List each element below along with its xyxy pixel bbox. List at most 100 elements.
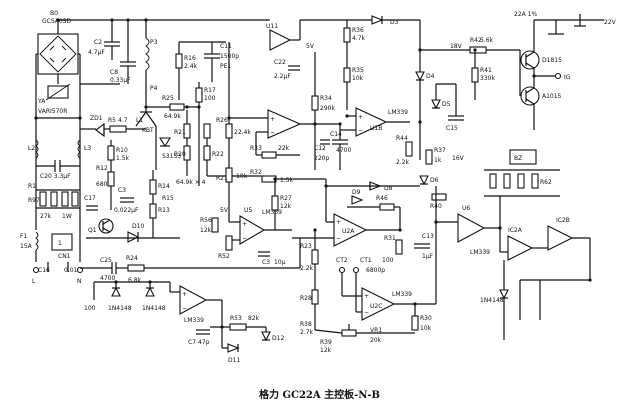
diode-d10 (127, 231, 140, 243)
label-lm339-b: LM339 (262, 209, 282, 216)
comparator-u6 (457, 213, 486, 243)
label-cn1-num: 1 (58, 240, 62, 247)
resistor-r12 (107, 171, 115, 187)
svg-text:−: − (270, 129, 275, 136)
label-r14: R14 (158, 183, 170, 190)
label-ic2b: IC2B (556, 217, 570, 224)
label-5v-top: 5V (306, 43, 315, 50)
resistor-r33 (261, 151, 277, 159)
resistor-r17 (195, 87, 203, 103)
label-r36: R36 (352, 27, 364, 34)
label-lm339-c: LM339 (392, 291, 412, 298)
diode-d9 (351, 195, 364, 205)
label-r5: R5 (108, 117, 116, 124)
label-r36-value: 4.7k (352, 35, 366, 42)
bridge-rectifier (37, 20, 79, 84)
label-r22-values: 64.9k × 4 (176, 179, 206, 186)
label-r97-power: 1W (62, 213, 72, 220)
svg-text:−: − (182, 305, 187, 312)
label-d9: D9 (352, 189, 361, 196)
diode-1n4148-b (145, 286, 155, 297)
label-r12-value: 680 (96, 181, 108, 188)
label-c13: C13 (422, 233, 434, 240)
label-coil-rating: 22A 1% (514, 11, 537, 18)
resistor-r10 (107, 145, 115, 161)
label-r42-value: 5.6k (480, 37, 494, 44)
capacitor-c2 (104, 20, 120, 60)
svg-text:−: − (358, 127, 363, 134)
resistor-bank (36, 189, 80, 209)
svg-text:+: + (182, 291, 187, 298)
label-br1-part: GCSA0SD (42, 18, 71, 25)
label-r17: R17 (204, 87, 216, 94)
label-u3-lm339: LM339 (184, 317, 204, 324)
transistor-a1015 (520, 86, 540, 106)
resistor-r44 (405, 141, 413, 157)
zener-zd1 (95, 122, 105, 138)
label-c12: C12 (314, 145, 326, 152)
resistor-r46 (379, 203, 395, 211)
diode-d12 (261, 331, 271, 342)
label-cn1: CN1 (58, 253, 71, 260)
resistor-r24 (127, 264, 145, 272)
label-r33-value: 22k (278, 145, 290, 152)
label-r44-value: 2.2k (396, 159, 410, 166)
resistor-r23 (311, 249, 319, 265)
label-d8: D8 (384, 185, 393, 192)
label-r38: R38 (300, 321, 312, 328)
diode-d4 (415, 71, 425, 82)
capacitor-c13 (414, 243, 430, 249)
resistor-r30 (411, 315, 419, 331)
label-vr1-value: 20k (370, 337, 382, 344)
label-r44: R44 (396, 135, 408, 142)
diode-1n4148-a (111, 286, 121, 297)
resistor-r16 (175, 53, 183, 69)
label-r39: R39 (320, 339, 332, 346)
label-c14-value: 4700 (336, 147, 351, 154)
label-r97: R97 (28, 197, 40, 204)
label-l3: L3 (84, 145, 91, 152)
label-c3-value: 0.022μF (114, 207, 139, 214)
label-c3b: C3 (262, 259, 270, 266)
label-r1: R1 (28, 183, 36, 190)
comparator-ic2b (547, 225, 574, 251)
label-r26-value: 22.4k (234, 129, 251, 136)
label-c11: C11 (220, 43, 232, 50)
label-c22: C22 (274, 59, 286, 66)
resistor-r28 (311, 289, 319, 305)
label-r30-value: 10k (420, 325, 432, 332)
igbt-transistor (135, 96, 157, 170)
label-r53: R53 (230, 315, 242, 322)
capacitor-c22 (288, 65, 300, 71)
label-d11: D11 (228, 357, 240, 364)
diode-d6 (419, 175, 429, 186)
label-r56: R56 (200, 217, 212, 224)
label-r28: R28 (300, 295, 312, 302)
label-c2-value: 4.7μF (88, 49, 105, 56)
capacitor-c12 (320, 139, 330, 145)
terminal-n: N (77, 278, 82, 285)
label-c11-suffix: PE1 (220, 63, 231, 70)
label-r25: R25 (162, 95, 174, 102)
potentiometer-vr1 (341, 324, 357, 337)
label-buzzer: BZ (514, 155, 522, 162)
resistor-r26 (225, 123, 233, 139)
resistor-chain (183, 123, 211, 161)
capacitor-c11 (204, 42, 220, 82)
label-r25-value: 64.9k (164, 113, 181, 120)
label-r16: R16 (184, 55, 196, 62)
label-r41: R41 (480, 67, 492, 74)
transistor-d1815 (520, 50, 540, 70)
label-r15: R15 (162, 195, 174, 202)
label-ct1: CT1 (360, 257, 372, 264)
label-r38-value: 2.7k (300, 329, 314, 336)
svg-text:+: + (336, 219, 341, 226)
label-r27-value: 12k (280, 203, 292, 210)
resistor-r35 (343, 67, 351, 83)
label-br1: B0 (50, 10, 58, 17)
resistor-r36 (343, 27, 351, 43)
label-c2: C2 (94, 39, 102, 46)
svg-text:+: + (270, 116, 275, 123)
label-r17-value: 100 (204, 95, 216, 102)
